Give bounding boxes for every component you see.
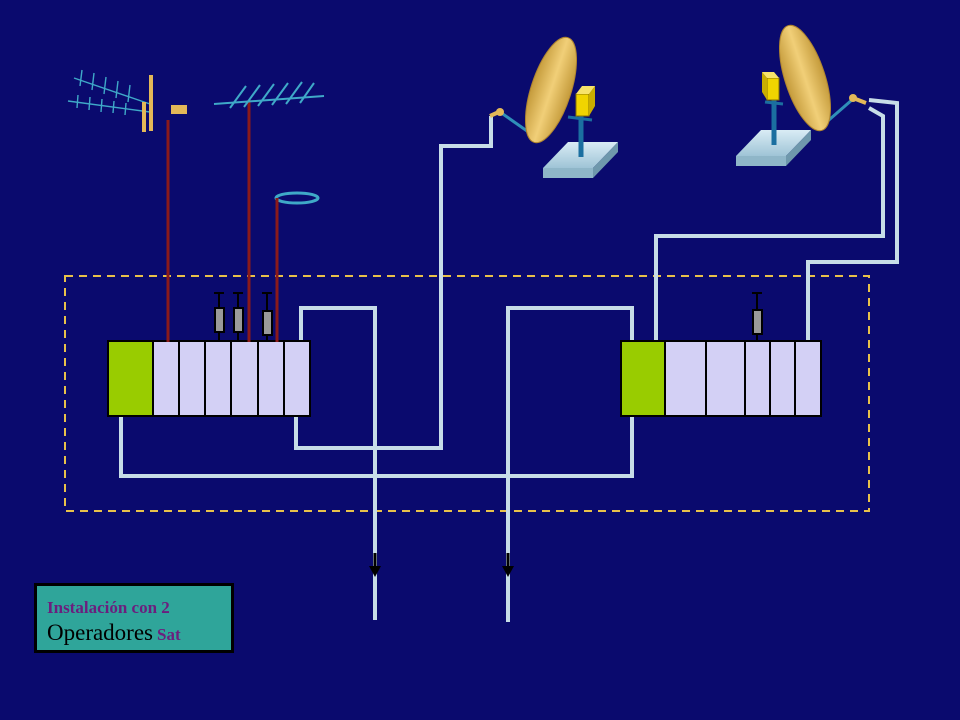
amplifier-module bbox=[257, 340, 285, 417]
amplifier-module bbox=[152, 340, 180, 417]
attenuator-icon bbox=[752, 292, 763, 341]
amplifier-module bbox=[664, 340, 707, 417]
amplifier-module bbox=[705, 340, 746, 417]
output-arrow-1 bbox=[369, 566, 381, 577]
amplifier-module bbox=[204, 340, 232, 417]
uhf-antenna-icon bbox=[67, 69, 187, 132]
caption-main-text: Operadores bbox=[47, 620, 154, 645]
cable-left-to-dish1 bbox=[294, 116, 493, 450]
satellite-dish-1-icon bbox=[489, 36, 618, 178]
headend-right bbox=[620, 292, 822, 417]
antenna-feeds bbox=[166, 100, 279, 342]
headend-left bbox=[107, 292, 311, 417]
fm-antenna-icon bbox=[274, 191, 320, 206]
cable-right-to-dish2-a bbox=[654, 106, 885, 340]
output-arrows bbox=[369, 553, 514, 577]
amplifier-module bbox=[794, 340, 822, 417]
attenuator-icon bbox=[233, 292, 244, 341]
output-arrow-2 bbox=[502, 566, 514, 577]
cable-output-1 bbox=[299, 306, 377, 620]
amplifier-module bbox=[178, 340, 206, 417]
vhf-antenna-icon bbox=[213, 81, 325, 109]
headend-enclosure bbox=[64, 275, 870, 512]
power-supply-module bbox=[107, 340, 154, 417]
cable-output-2 bbox=[506, 306, 634, 622]
attenuator-icon bbox=[262, 292, 273, 341]
coax-cables bbox=[119, 98, 899, 622]
amplifier-module bbox=[230, 340, 259, 417]
amplifier-module bbox=[769, 340, 796, 417]
amplifier-module bbox=[283, 340, 311, 417]
amplifier-module bbox=[744, 340, 771, 417]
caption-line-1: Instalación con 2 bbox=[47, 598, 170, 617]
caption-sat-text: Sat bbox=[157, 625, 181, 644]
power-supply-module bbox=[620, 340, 666, 417]
cable-right-to-dish2-b bbox=[806, 98, 899, 340]
satellite-dish-2-icon bbox=[736, 24, 867, 166]
attenuator-icon bbox=[214, 292, 225, 341]
